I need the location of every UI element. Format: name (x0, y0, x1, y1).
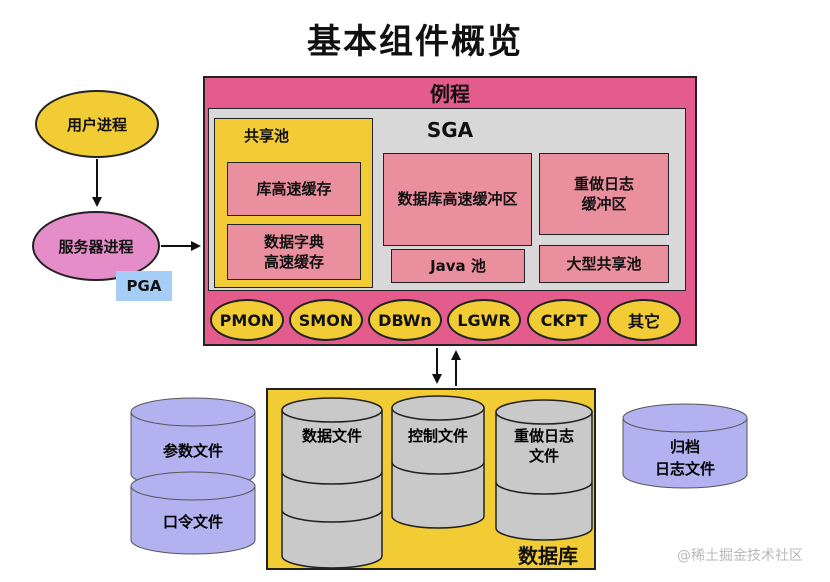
instance-label: 例程 (430, 81, 470, 106)
java-pool-label: Java 池 (430, 256, 486, 275)
java-pool-box: Java 池 (391, 249, 525, 283)
large-pool-box: 大型共享池 (539, 245, 669, 283)
sga-label: SGA (426, 118, 474, 142)
data-dictionary-cache-line1: 数据字典 (263, 232, 324, 251)
redo-log-files-line2: 文件 (529, 447, 559, 465)
archived-log-files-cylinder (622, 403, 748, 489)
control-files-cylinder (391, 395, 485, 529)
watermark: @稀土掘金技术社区 (677, 548, 803, 564)
process-other: 其它 (607, 299, 681, 341)
redo-log-buffer-line2: 缓冲区 (581, 195, 627, 213)
process-smon: SMON (289, 299, 363, 341)
db-buffer-cache-box: 数据库高速缓冲区 (383, 153, 532, 246)
archived-log-files-line2: 日志文件 (655, 460, 715, 478)
database-label: 数据库 (518, 543, 578, 568)
process-dbwn-label: DBWn (378, 310, 432, 330)
pga-box: PGA (116, 271, 172, 301)
pga-label: PGA (126, 277, 162, 295)
library-cache-label: 库高速缓存 (256, 179, 332, 198)
data-files-label: 数据文件 (302, 427, 362, 445)
library-cache-box: 库高速缓存 (227, 162, 361, 216)
archived-log-files-line1: 归档 (670, 438, 700, 456)
process-dbwn: DBWn (368, 299, 442, 341)
process-ckpt: CKPT (527, 299, 601, 341)
process-lgwr: LGWR (447, 299, 521, 341)
data-dictionary-cache-box: 数据字典 高速缓存 (227, 224, 361, 280)
parameter-file-label: 参数文件 (163, 442, 223, 460)
redo-log-buffer-line1: 重做日志 (573, 174, 634, 193)
redo-log-buffer-box: 重做日志 缓冲区 (539, 153, 669, 235)
data-dictionary-cache-line2: 高速缓存 (263, 253, 324, 271)
password-file-label: 口令文件 (163, 513, 223, 531)
redo-log-files-cylinder (495, 399, 593, 541)
server-process-label: 服务器进程 (58, 237, 134, 256)
diagram-title: 基本组件概览 (307, 22, 523, 62)
process-ckpt-label: CKPT (540, 310, 588, 330)
db-buffer-cache-label: 数据库高速缓冲区 (397, 190, 518, 209)
data-files-cylinder (281, 397, 383, 569)
process-smon-label: SMON (298, 310, 354, 330)
shared-pool-label: 共享池 (243, 126, 289, 145)
user-process-label: 用户进程 (66, 115, 127, 134)
control-files-label: 控制文件 (408, 427, 468, 445)
server-process: 服务器进程 (32, 211, 160, 281)
redo-log-files-line1: 重做日志 (514, 427, 574, 445)
process-other-label: 其它 (627, 312, 660, 331)
user-process: 用户进程 (35, 90, 159, 158)
process-pmon: PMON (210, 299, 284, 341)
large-pool-label: 大型共享池 (566, 254, 642, 273)
process-pmon-label: PMON (219, 310, 275, 330)
process-lgwr-label: LGWR (457, 310, 511, 330)
password-file-cylinder (130, 471, 256, 555)
